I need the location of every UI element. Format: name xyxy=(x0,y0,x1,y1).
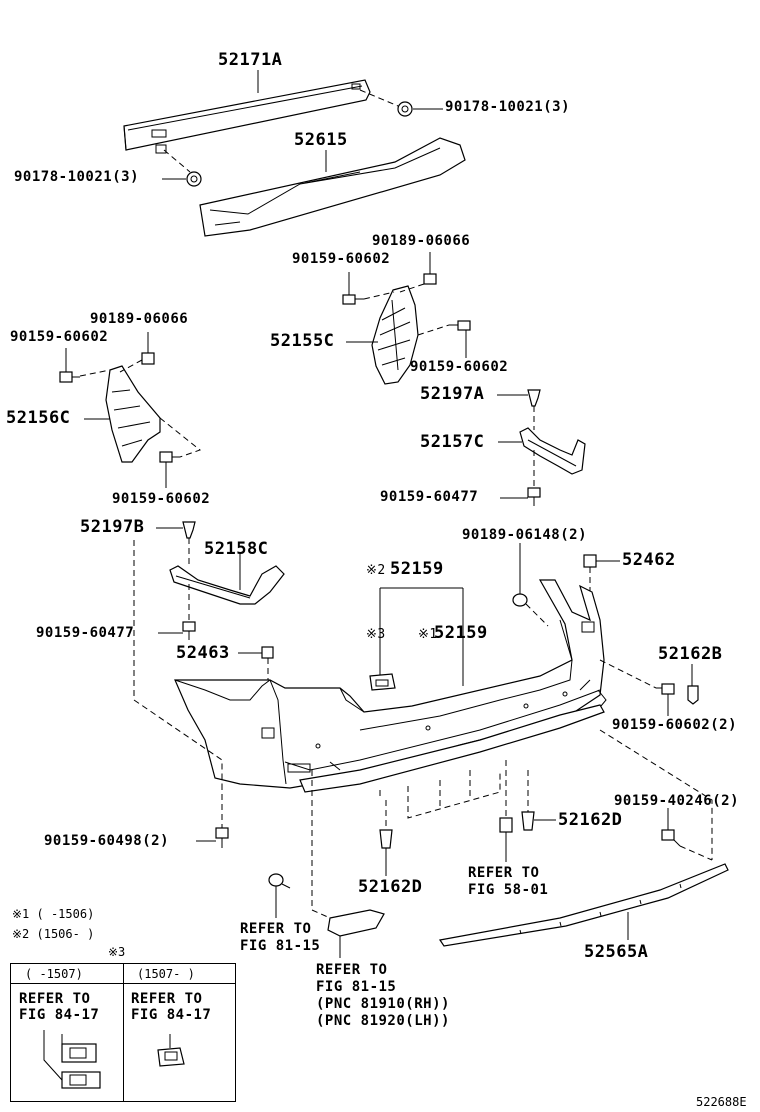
retainer-rh-52157c xyxy=(519,427,586,475)
label-90178-right[interactable]: 90178-10021(3) xyxy=(445,99,571,115)
variant-col1-refer-line2[interactable]: FIG 84-17 xyxy=(19,1007,100,1023)
variant-col2-refer-line1[interactable]: REFER TO xyxy=(131,991,203,1007)
refer-58-01-line1[interactable]: REFER TO xyxy=(468,865,540,881)
label-mark-2: ※2 xyxy=(366,563,386,578)
screw-90159-60477-lh-icon xyxy=(182,621,196,640)
label-90159-rh-right[interactable]: 90159-60602 xyxy=(410,359,509,375)
variant-table-header-row xyxy=(11,964,235,984)
bracket-lh-52156c xyxy=(105,365,161,463)
label-90159-lh-top[interactable]: 90159-60602 xyxy=(10,329,109,345)
refer-58-01-line2[interactable]: FIG 58-01 xyxy=(468,882,549,898)
label-52565a[interactable]: 52565A xyxy=(584,942,649,962)
retainer-lh-52158c xyxy=(169,565,285,605)
refer-81-15-mid-line1[interactable]: REFER TO xyxy=(316,962,388,978)
label-52462[interactable]: 52462 xyxy=(622,550,676,570)
legend-note-3-mark: ※3 xyxy=(108,945,126,959)
refer-81-15-mid-line3: (PNC 81910(RH)) xyxy=(316,996,450,1012)
nut-90178-right-icon xyxy=(397,101,413,117)
clip-90189-06148-icon xyxy=(512,593,528,607)
variant-col1-header: ( -1507) xyxy=(25,967,83,981)
screw-81-15-icon xyxy=(268,873,291,889)
variant-col2-header: (1507- ) xyxy=(137,967,195,981)
variant-col1-refer-line1[interactable]: REFER TO xyxy=(19,991,91,1007)
legend-note-1: ※1 ( -1506) xyxy=(12,907,95,921)
sensor-bracket-new-icon xyxy=(157,1034,185,1067)
sensor-bracket-52159-icon xyxy=(369,673,396,691)
label-52162b[interactable]: 52162B xyxy=(658,644,723,664)
label-52158c[interactable]: 52158C xyxy=(204,539,269,559)
label-52155c[interactable]: 52155C xyxy=(270,331,335,351)
pad-52463-icon xyxy=(261,646,274,659)
pad-52462-icon xyxy=(583,554,597,568)
screw-90159-60477-rh-icon xyxy=(527,487,541,506)
refer-81-15-mid-line4: (PNC 81920(LH)) xyxy=(316,1013,450,1029)
refer-81-15-left-line1[interactable]: REFER TO xyxy=(240,921,312,937)
label-mark-1: ※1 xyxy=(418,627,438,642)
reinforcement-52171a xyxy=(123,79,371,154)
screw-90159-rh-right-icon xyxy=(449,320,471,331)
label-90189-rh[interactable]: 90189-06066 xyxy=(372,233,471,249)
label-90159-40246[interactable]: 90159-40246(2) xyxy=(614,793,740,809)
variant-table: ( -1507) (1507- ) REFER TO FIG 84-17 REF… xyxy=(10,963,236,1102)
bumper-cover xyxy=(174,579,607,789)
spacer-52162b-icon xyxy=(687,685,699,705)
sensor-bracket-old-icon xyxy=(43,1030,101,1089)
clip-52162d-right-icon xyxy=(521,811,535,831)
label-90159-60602-2[interactable]: 90159-60602(2) xyxy=(612,717,738,733)
screw-90159-60498-icon xyxy=(215,827,229,848)
label-52159-mid[interactable]: 52159 xyxy=(434,623,488,643)
clip-52162d-mid-icon xyxy=(379,829,393,849)
image-code: 522688E xyxy=(696,1095,747,1109)
absorber-52615 xyxy=(199,137,466,237)
clip-52197a-icon xyxy=(527,389,541,407)
label-90159-60477-lh[interactable]: 90159-60477 xyxy=(36,625,135,641)
label-90159-60498[interactable]: 90159-60498(2) xyxy=(44,833,170,849)
refer-81-15-mid-line2[interactable]: FIG 81-15 xyxy=(316,979,397,995)
screw-90159-60602-2-icon xyxy=(656,683,675,695)
screw-90159-lh-bottom-icon xyxy=(159,451,180,463)
clip-90189-rh-icon xyxy=(423,273,437,285)
label-52615[interactable]: 52615 xyxy=(294,130,348,150)
label-52171a[interactable]: 52171A xyxy=(218,50,283,70)
label-90159-rh-top[interactable]: 90159-60602 xyxy=(292,251,391,267)
label-90189-lh[interactable]: 90189-06066 xyxy=(90,311,189,327)
variant-table-divider xyxy=(123,964,124,1101)
nut-90178-left-icon xyxy=(186,171,202,187)
label-52463[interactable]: 52463 xyxy=(176,643,230,663)
label-52197a[interactable]: 52197A xyxy=(420,384,485,404)
label-52157c[interactable]: 52157C xyxy=(420,432,485,452)
clip-90189-lh-icon xyxy=(141,352,155,365)
sensor-58-01-icon xyxy=(499,817,513,833)
label-90189-06148[interactable]: 90189-06148(2) xyxy=(462,527,588,543)
clip-52197b-icon xyxy=(182,521,196,539)
label-90159-lh-bottom[interactable]: 90159-60602 xyxy=(112,491,211,507)
label-90159-60477-rh[interactable]: 90159-60477 xyxy=(380,489,479,505)
label-90178-left[interactable]: 90178-10021(3) xyxy=(14,169,140,185)
label-52162d-mid[interactable]: 52162D xyxy=(358,877,423,897)
lower-spoiler xyxy=(299,704,605,819)
label-52159-top[interactable]: 52159 xyxy=(390,559,444,579)
screw-90159-40246-icon xyxy=(661,829,681,847)
reflector-81910-icon xyxy=(327,909,385,937)
label-52197b[interactable]: 52197B xyxy=(80,517,145,537)
label-52156c[interactable]: 52156C xyxy=(6,408,71,428)
label-mark-3: ※3 xyxy=(366,627,386,642)
refer-81-15-left-line2[interactable]: FIG 81-15 xyxy=(240,938,321,954)
screw-90159-rh-top-icon xyxy=(342,294,364,305)
screw-90159-lh-top-icon xyxy=(59,371,80,383)
moulding-52565a xyxy=(438,863,729,947)
label-52162d-right[interactable]: 52162D xyxy=(558,810,623,830)
legend-note-2: ※2 (1506- ) xyxy=(12,927,95,941)
bracket-rh-52155c xyxy=(371,285,419,385)
variant-col2-refer-line2[interactable]: FIG 84-17 xyxy=(131,1007,212,1023)
